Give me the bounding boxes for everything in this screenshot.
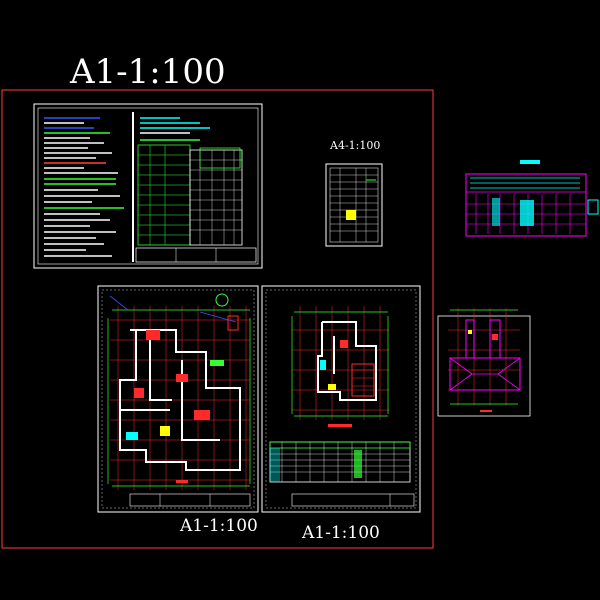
sheet-schedule-strip [465,160,599,237]
sheet-roof-plan [437,308,531,417]
sheet-floor-plan-1 [97,285,259,513]
sheet-2-scale-label: A1-1:100 [302,523,380,543]
a4-scale-label: A4-1:100 [330,139,381,152]
sheet-a4-table [325,163,383,247]
sheet-1-scale-label: A1-1:100 [180,516,258,536]
overall-scale-label: A1-1:100 [70,52,226,92]
sheet-floor-plan-2 [261,285,421,513]
outer-frame [1,89,434,549]
sheet-notes [33,103,263,269]
